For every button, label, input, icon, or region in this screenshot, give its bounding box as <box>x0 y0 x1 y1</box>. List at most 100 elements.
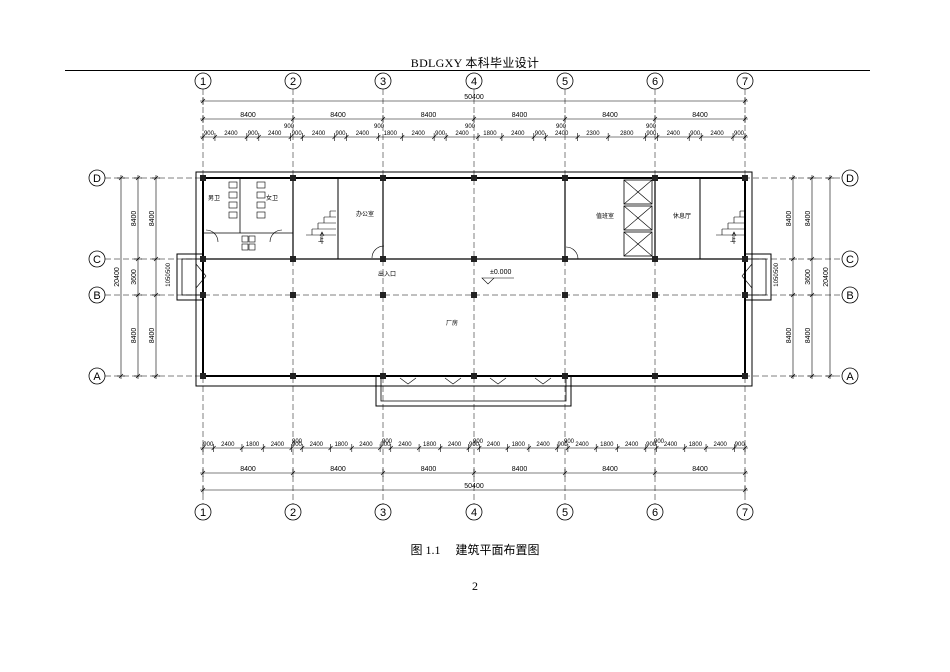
dim-detail-top: 2400 <box>667 131 681 137</box>
axis-bubble-bottom-7-label: 7 <box>742 507 748 519</box>
column <box>200 292 206 298</box>
dim-detail-bottom: 2400 <box>448 442 462 448</box>
axis-bubble-right-B: B <box>841 286 859 304</box>
column <box>200 373 206 379</box>
axis-bubble-top-6: 6 <box>646 72 664 90</box>
column <box>200 175 206 181</box>
column <box>471 256 477 262</box>
axis-bubble-right-A-label: A <box>846 371 854 383</box>
dim-small-top: 900 <box>465 124 476 130</box>
dim-side-left: 8400 <box>131 211 138 227</box>
dim-detail-top: 900 <box>734 131 745 137</box>
dim-small-bottom: 900 <box>473 439 484 445</box>
dim-detail-top: 900 <box>646 131 657 137</box>
column <box>742 175 748 181</box>
dim-side-total-left: 20400 <box>114 267 121 287</box>
stair-up-label-left: 上 <box>318 236 324 244</box>
dim-small-top: 900 <box>284 124 295 130</box>
figure-caption: 图 1.1 建筑平面布置图 <box>0 541 950 558</box>
figure-number: 图 1.1 <box>410 543 441 557</box>
dim-detail-top: 2400 <box>268 131 282 137</box>
dim-side-small: 500 <box>774 262 780 273</box>
axis-bubble-left-D: D <box>88 169 106 187</box>
dim-side-right: 3600 <box>805 269 812 285</box>
dim-detail-top: 2400 <box>710 131 724 137</box>
axis-bubble-top-4-label: 4 <box>471 76 477 88</box>
axis-bubble-bottom-3-label: 3 <box>380 507 386 519</box>
stair-up-label-right: 上 <box>730 236 736 244</box>
dim-side-left: 3600 <box>131 269 138 285</box>
dim-detail-top: 2400 <box>555 131 569 137</box>
dim-total-length: 50400 <box>464 94 484 101</box>
axis-bubble-left-D-label: D <box>93 173 101 185</box>
dim-detail-bottom: 900 <box>292 442 303 448</box>
dim-detail-top: 900 <box>690 131 701 137</box>
dim-detail-bottom: 2400 <box>359 442 373 448</box>
column <box>290 373 296 379</box>
dim-detail-bottom: 900 <box>469 442 480 448</box>
axis-bubble-top-2-label: 2 <box>290 76 296 88</box>
room-label-lounge: 休息厅 <box>673 212 691 220</box>
column <box>380 292 386 298</box>
dim-bay-bottom: 8400 <box>602 466 618 473</box>
axis-bubble-top-6-label: 6 <box>652 76 658 88</box>
column <box>471 292 477 298</box>
column <box>562 292 568 298</box>
column <box>200 256 206 262</box>
dim-small-bottom: 900 <box>292 439 303 445</box>
dim-bay: 8400 <box>512 112 528 119</box>
dim-bay-bottom: 8400 <box>330 466 346 473</box>
room-label-toilet-m: 男卫 <box>208 195 220 202</box>
column <box>742 256 748 262</box>
column <box>652 292 658 298</box>
dim-detail-top: 1800 <box>384 131 398 137</box>
stair-right <box>716 210 746 236</box>
dim-detail-bottom: 1800 <box>689 442 703 448</box>
dim-small-top: 900 <box>556 124 567 130</box>
room-label-hall: 厂房 <box>446 319 458 327</box>
dim-detail-top: 900 <box>335 131 346 137</box>
axis-bubble-top-5-label: 5 <box>562 76 568 88</box>
column <box>380 175 386 181</box>
column <box>471 175 477 181</box>
axis-bubble-bottom-1: 1 <box>194 503 212 521</box>
dim-detail-bottom: 1800 <box>512 442 526 448</box>
column <box>380 373 386 379</box>
dim-detail-bottom: 2400 <box>398 442 412 448</box>
axis-bubble-bottom-2: 2 <box>284 503 302 521</box>
dim-detail-top: 2300 <box>586 131 600 137</box>
dim-detail-top: 2400 <box>511 131 525 137</box>
dim-detail-bottom: 2400 <box>536 442 550 448</box>
dim-detail-bottom: 2400 <box>575 442 589 448</box>
room-label-office: 办公室 <box>356 210 374 218</box>
column <box>290 256 296 262</box>
column <box>652 373 658 379</box>
axis-bubble-right-C-label: C <box>846 254 854 266</box>
column <box>290 175 296 181</box>
dim-small-bottom: 900 <box>382 439 393 445</box>
dim-side-small: 1050 <box>166 273 172 287</box>
axis-bubble-left-A-label: A <box>93 371 101 383</box>
dim-bay: 8400 <box>602 112 618 119</box>
axis-bubble-top-3: 3 <box>374 72 392 90</box>
axis-bubble-bottom-7: 7 <box>736 503 754 521</box>
dim-detail-top: 900 <box>435 131 446 137</box>
axis-bubble-top-4: 4 <box>465 72 483 90</box>
dim-side-right: 8400 <box>805 211 812 227</box>
axis-bubble-bottom-1-label: 1 <box>200 507 206 519</box>
dim-detail-top: 2800 <box>620 131 634 137</box>
axis-bubble-bottom-5-label: 5 <box>562 507 568 519</box>
column <box>742 292 748 298</box>
axis-bubble-bottom-5: 5 <box>556 503 574 521</box>
header-rule <box>65 70 870 71</box>
column <box>742 373 748 379</box>
axis-bubble-left-C-label: C <box>93 254 101 266</box>
column <box>562 175 568 181</box>
axis-bubble-left-B: B <box>88 286 106 304</box>
dim-detail-bottom: 2400 <box>625 442 639 448</box>
dim-detail-top: 900 <box>292 131 303 137</box>
column <box>380 256 386 262</box>
figure-title: 建筑平面布置图 <box>455 543 540 557</box>
dim-detail-top: 1800 <box>483 131 497 137</box>
